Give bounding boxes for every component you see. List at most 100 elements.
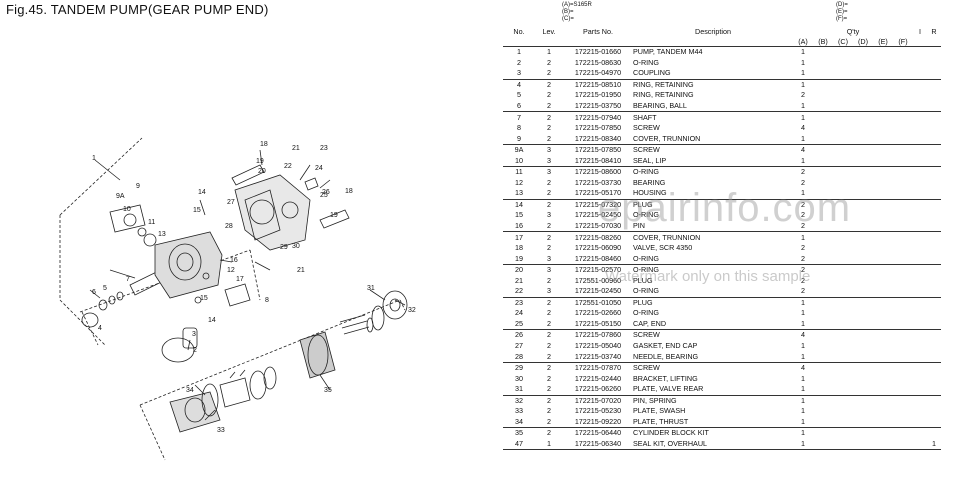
row-qty-b: [813, 253, 833, 264]
row-qty-e: [873, 133, 893, 144]
row-r: [927, 210, 941, 221]
row-i: [913, 133, 927, 144]
row-i: [913, 45, 927, 58]
row-qty-b: [813, 101, 833, 112]
row-no: 2: [517, 57, 521, 67]
row-qty-d: [853, 231, 873, 243]
model-code: (C)=: [562, 16, 574, 22]
row-i: [913, 361, 927, 374]
row-qty-a: 1: [793, 78, 813, 91]
row-parts-no: 172215-06260: [574, 384, 622, 394]
row-i: [913, 406, 927, 417]
row-i: [913, 188, 927, 199]
row-i: [913, 308, 927, 319]
callout-7: 7: [126, 276, 130, 283]
row-no: 6: [517, 101, 521, 110]
row-r: [927, 133, 941, 144]
row-i: [913, 275, 927, 286]
row-qty-d: [853, 275, 873, 286]
row-qty-c: [833, 133, 853, 144]
row-qty-c: [833, 263, 853, 276]
row-description: SCREW: [633, 123, 660, 133]
row-no: 17: [503, 231, 535, 243]
row-qty-e: [873, 296, 893, 309]
row-lev: 2: [535, 111, 563, 123]
callout-30: 30: [292, 243, 300, 250]
row-lev: 1: [535, 45, 563, 58]
row-qty-e: [873, 210, 893, 221]
row-qty-a: 1: [801, 188, 805, 198]
row-qty-d: [853, 341, 873, 352]
row-lev: 2: [547, 243, 551, 253]
row-r: [927, 394, 941, 407]
row-description: O-RING: [633, 57, 659, 67]
row-qty-f: [893, 406, 913, 417]
callout-19: 19: [256, 158, 264, 165]
row-no: 11: [503, 166, 535, 178]
row-qty-b: [813, 329, 833, 341]
row-qty-e: [873, 78, 893, 91]
row-description: SCREW: [633, 329, 793, 341]
row-r: [927, 45, 941, 58]
row-qty-c: [833, 373, 853, 384]
row-r: [927, 90, 941, 101]
row-no: 35: [503, 427, 535, 439]
row-qty-b: [813, 296, 833, 309]
row-i: [913, 329, 927, 341]
callout-26: 26: [322, 189, 330, 196]
row-r: [927, 243, 941, 254]
row-description: PIN: [633, 221, 645, 231]
row-lev: 2: [535, 296, 563, 309]
row-lev: 2: [547, 384, 551, 394]
row-qty-f: [893, 133, 913, 144]
row-qty-e: [873, 111, 893, 123]
row-qty-d: [853, 373, 873, 384]
row-parts-no: 172215-02440: [574, 373, 622, 383]
row-parts-no: 172215-09220: [574, 416, 622, 426]
row-description: COUPLING: [633, 68, 671, 78]
row-qty-f: [893, 417, 913, 428]
row-lev: 3: [547, 155, 551, 165]
header-col-e: (E): [873, 36, 893, 47]
row-qty-d: [853, 263, 873, 276]
row-qty-a: 1: [801, 384, 805, 394]
row-qty-b: [813, 143, 833, 156]
row-qty-b: [813, 263, 833, 276]
row-qty-e: [873, 143, 893, 156]
row-r: [927, 221, 941, 232]
row-qty-f: [893, 351, 913, 362]
callout-5: 5: [103, 285, 107, 292]
row-qty-e: [873, 438, 893, 451]
row-qty-f: [893, 329, 913, 341]
row-parts-no: 172215-06440: [563, 427, 633, 439]
row-qty-e: [873, 341, 893, 352]
model-code: (D)=: [836, 2, 848, 8]
row-qty-d: [853, 178, 873, 189]
header-description: Description: [695, 26, 731, 36]
row-description: SCREW: [633, 143, 793, 156]
row-i: [913, 123, 927, 134]
row-no: 26: [503, 329, 535, 341]
header-i: I: [919, 26, 921, 36]
swash-plate: [169, 391, 221, 433]
row-r: [927, 178, 941, 189]
row-parts-no: 172215-05230: [574, 406, 622, 416]
row-r: [927, 253, 941, 264]
row-qty-b: [813, 275, 833, 286]
row-qty-b: [813, 178, 833, 189]
row-r: [927, 198, 941, 211]
callout-31: 31: [367, 285, 375, 292]
row-lev: 2: [547, 373, 551, 383]
row-parts-no: 172551-01050: [563, 296, 633, 309]
row-qty-f: [893, 253, 913, 264]
row-qty-a: 4: [793, 329, 813, 341]
row-i: [913, 198, 927, 211]
row-r: [927, 417, 941, 428]
row-qty-a: 1: [801, 308, 805, 318]
row-description: O-RING: [633, 210, 659, 220]
